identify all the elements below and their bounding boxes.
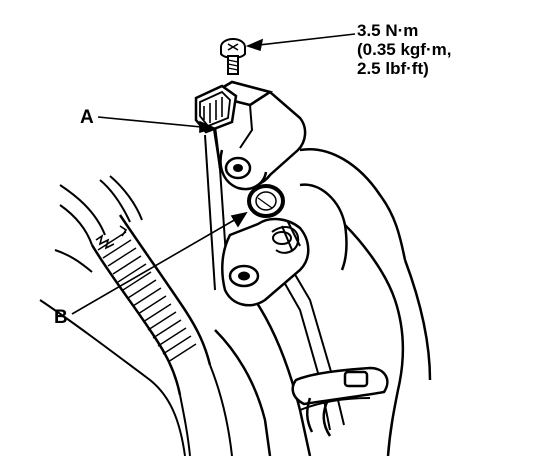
torque-spec-nm: 3.5 N·m [357,21,419,40]
callout-b-arrowhead [232,213,246,226]
leader-lines [72,34,355,314]
callout-label-a: A [80,107,94,128]
sensor-bolt-head [233,164,243,172]
hose-clamp [293,368,388,436]
torque-spec-kgfm: (0.35 kgf·m, [357,40,452,59]
torque-spec-lbfft: 2.5 lbf·ft) [357,59,429,78]
torque-leader [250,34,355,46]
sensor-body [196,82,305,189]
callout-a-arrowhead [200,122,214,132]
lower-bolt-head [238,271,250,281]
engine-housing [215,149,430,456]
torque-leader-arrowhead [248,40,262,50]
retaining-clip [272,222,300,253]
callout-a-leader [98,117,212,128]
callout-label-b: B [54,307,68,328]
o-ring [249,186,283,216]
wiring-harness-left [40,176,232,456]
mounting-bolt [221,39,245,74]
callout-b-leader [72,215,243,314]
torque-spec: 3.5 N·m (0.35 kgf·m, 2.5 lbf·ft) [357,21,451,78]
